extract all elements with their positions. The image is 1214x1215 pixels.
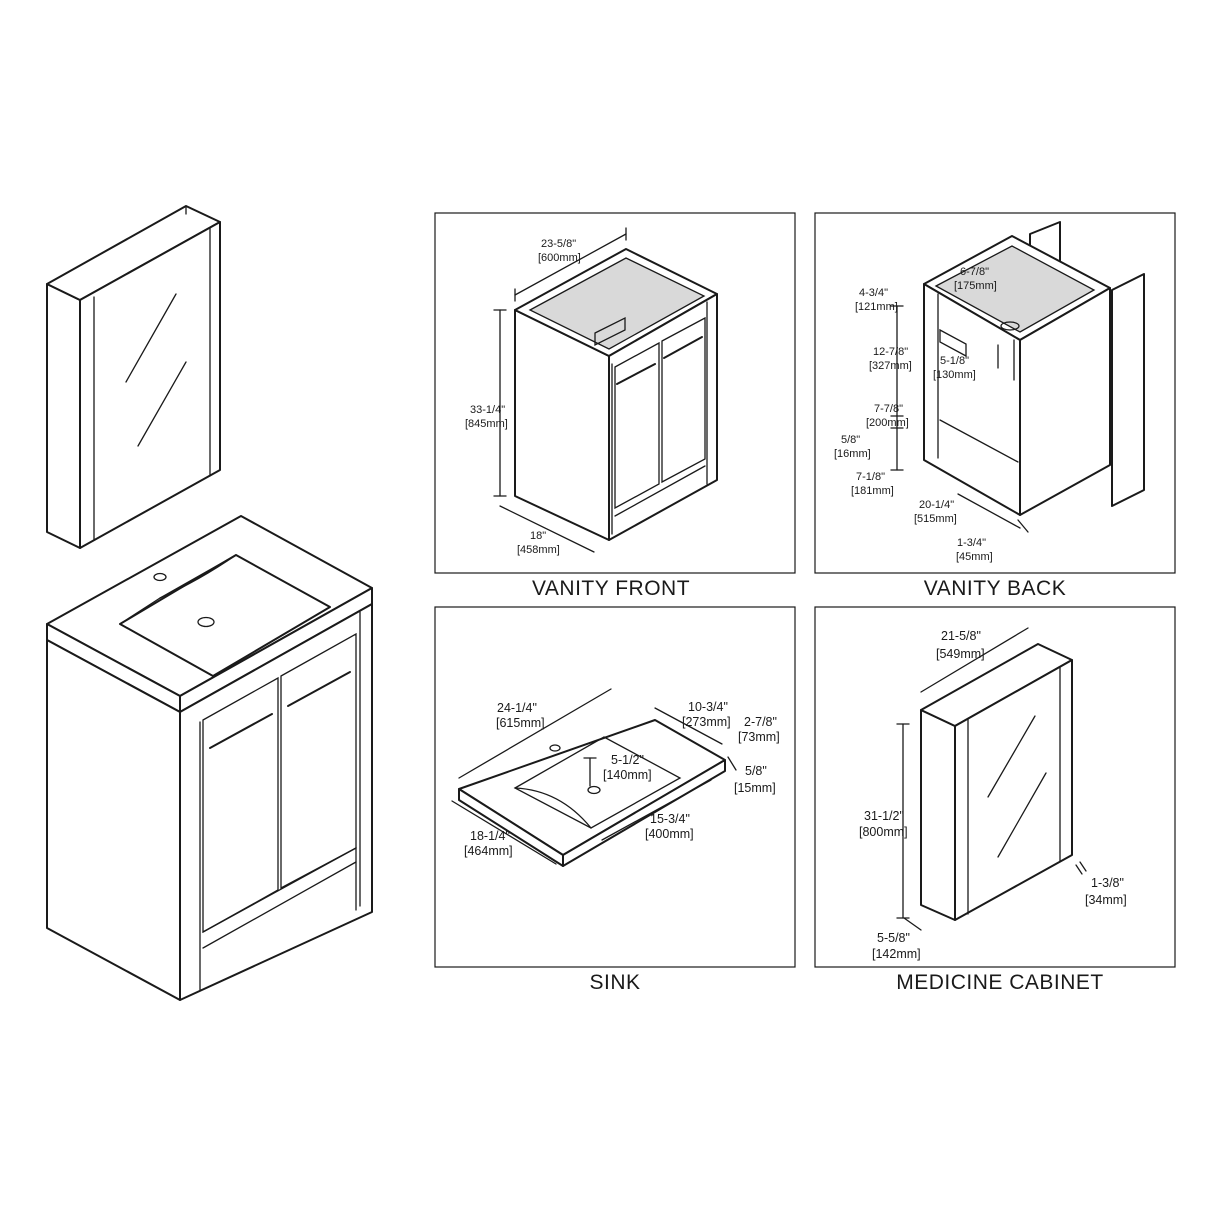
mc-height-mm: [800mm] (859, 825, 908, 839)
mc-width-mm: [549mm] (936, 647, 985, 661)
sink-thick-in: 5/8" (745, 764, 767, 778)
vb-lower-mm: [200mm] (866, 417, 909, 429)
cabinet-mirror-glint-icon (987, 715, 1036, 798)
vanity-back-drawing: 4-3/4" [121mm] 6-7/8" [175mm] 12-7/8" [3… (834, 221, 1145, 563)
sink-basin-d-in: 10-3/4" (688, 700, 728, 714)
vb-side-in: 1-3/4" (957, 537, 986, 549)
medicine-cabinet-drawing: 21-5/8" [549mm] 31-1/2" [800mm] 5-5/8" [… (859, 627, 1127, 961)
mc-depth-mm: [142mm] (872, 947, 921, 961)
sink-drawing: 24-1/4" [615mm] 10-3/4" [273mm] 2-7/8" [… (451, 688, 780, 867)
caption-medicine-cabinet: MEDICINE CABINET (896, 971, 1104, 994)
vb-mid-in: 12-7/8" (873, 346, 908, 358)
vb-base-mm: [181mm] (851, 485, 894, 497)
sink-basin-w-in: 15-3/4" (650, 812, 690, 826)
vf-height-mm: [845mm] (465, 418, 508, 430)
panel-sink (434, 606, 796, 968)
vb-pipe-in: 5-1/8" (940, 355, 969, 367)
sink-height-in: 2-7/8" (744, 715, 777, 729)
mc-height-in: 31-1/2" (864, 809, 904, 823)
faucet-hole-icon (153, 572, 167, 582)
mc-depth-in: 5-5/8" (877, 931, 910, 945)
iso-medicine-cabinet (46, 205, 221, 549)
vf-width-mm: [600mm] (538, 252, 581, 264)
sink-basin-d-mm: [273mm] (682, 715, 731, 729)
sink-thick-mm: [15mm] (734, 781, 776, 795)
panel-vanity-front (434, 212, 796, 574)
vb-depth-mm: [515mm] (914, 513, 957, 525)
mirror-glint-icon (125, 293, 177, 383)
sink-width-mm: [615mm] (496, 716, 545, 730)
sink-basin-w-mm: [400mm] (645, 827, 694, 841)
mc-width-in: 21-5/8" (941, 629, 981, 643)
vf-depth-in: 18" (530, 530, 546, 542)
vb-lower-in: 7-7/8" (874, 403, 903, 415)
sink-height-mm: [73mm] (738, 730, 780, 744)
sink-width-in: 24-1/4" (497, 701, 537, 715)
mc-door-in: 1-3/8" (1091, 876, 1124, 890)
sink-drain-mm: [140mm] (603, 768, 652, 782)
caption-vanity-front: VANITY FRONT (531, 577, 691, 600)
pipe-hole-icon (1000, 321, 1020, 331)
sink-faucet-hole-icon (549, 744, 561, 752)
sink-drain-in: 5-1/2" (611, 753, 644, 767)
vf-height-in: 33-1/4" (470, 404, 505, 416)
vf-depth-mm: [458mm] (517, 544, 560, 556)
panel-medicine-cabinet (814, 606, 1176, 968)
vb-side-mm: [45mm] (956, 551, 993, 563)
drain-icon (197, 616, 215, 628)
vanity-front-drawing: 23-5/8" [600mm] 33-1/4" [845mm] 18" [458… (465, 227, 718, 556)
vf-width-in: 23-5/8" (541, 238, 576, 250)
vb-shelf-in: 5/8" (841, 434, 860, 446)
vb-top-in: 4-3/4" (859, 287, 888, 299)
vb-inner-w-in: 6-7/8" (960, 266, 989, 278)
vb-top-mm: [121mm] (855, 301, 898, 313)
sink-depth-in: 18-1/4" (470, 829, 510, 843)
vb-shelf-mm: [16mm] (834, 448, 871, 460)
iso-vanity (46, 515, 373, 1001)
vb-inner-w-mm: [175mm] (954, 280, 997, 292)
sink-depth-mm: [464mm] (464, 844, 513, 858)
caption-sink: SINK (589, 971, 641, 994)
vb-pipe-mm: [130mm] (933, 369, 976, 381)
vb-depth-in: 20-1/4" (919, 499, 954, 511)
caption-vanity-back: VANITY BACK (923, 577, 1067, 600)
panel-vanity-back (814, 212, 1176, 574)
vb-base-in: 7-1/8" (856, 471, 885, 483)
mc-door-mm: [34mm] (1085, 893, 1127, 907)
vb-mid-mm: [327mm] (869, 360, 912, 372)
sink-drain-icon (587, 785, 601, 795)
